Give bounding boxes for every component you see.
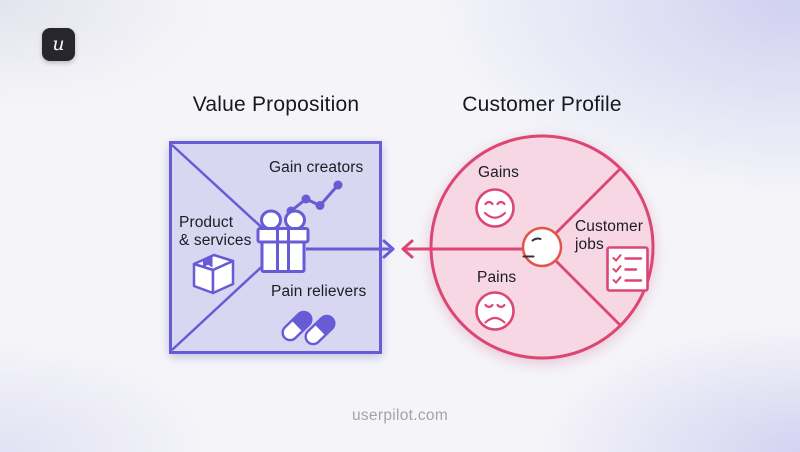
right-arrow: [306, 239, 395, 259]
package-box-icon: [192, 253, 235, 295]
gain-creators-label: Gain creators: [269, 159, 364, 176]
customer-jobs-label: Customer jobs: [575, 218, 643, 254]
watermark-url: userpilot.com: [351, 407, 449, 424]
gains-label: Gains: [478, 164, 519, 181]
pain-relievers-label: Pain relievers: [271, 283, 367, 300]
value-proposition-title: Value Proposition: [192, 93, 360, 116]
pains-label: Pains: [477, 269, 517, 286]
person-head-icon: [521, 226, 563, 268]
userpilot-logo: u: [42, 28, 75, 61]
products-services-label: Product & services: [179, 214, 252, 250]
customer-profile-title: Customer Profile: [462, 93, 622, 116]
sad-face-icon: [475, 291, 515, 331]
pills-icon: [281, 310, 336, 346]
left-arrow: [401, 239, 542, 259]
smiley-face-icon: [475, 188, 515, 228]
userpilot-logo-letter: u: [52, 32, 65, 55]
checklist-icon: [606, 246, 649, 292]
value-proposition-square: [169, 141, 382, 354]
gift-icon: [256, 209, 310, 273]
